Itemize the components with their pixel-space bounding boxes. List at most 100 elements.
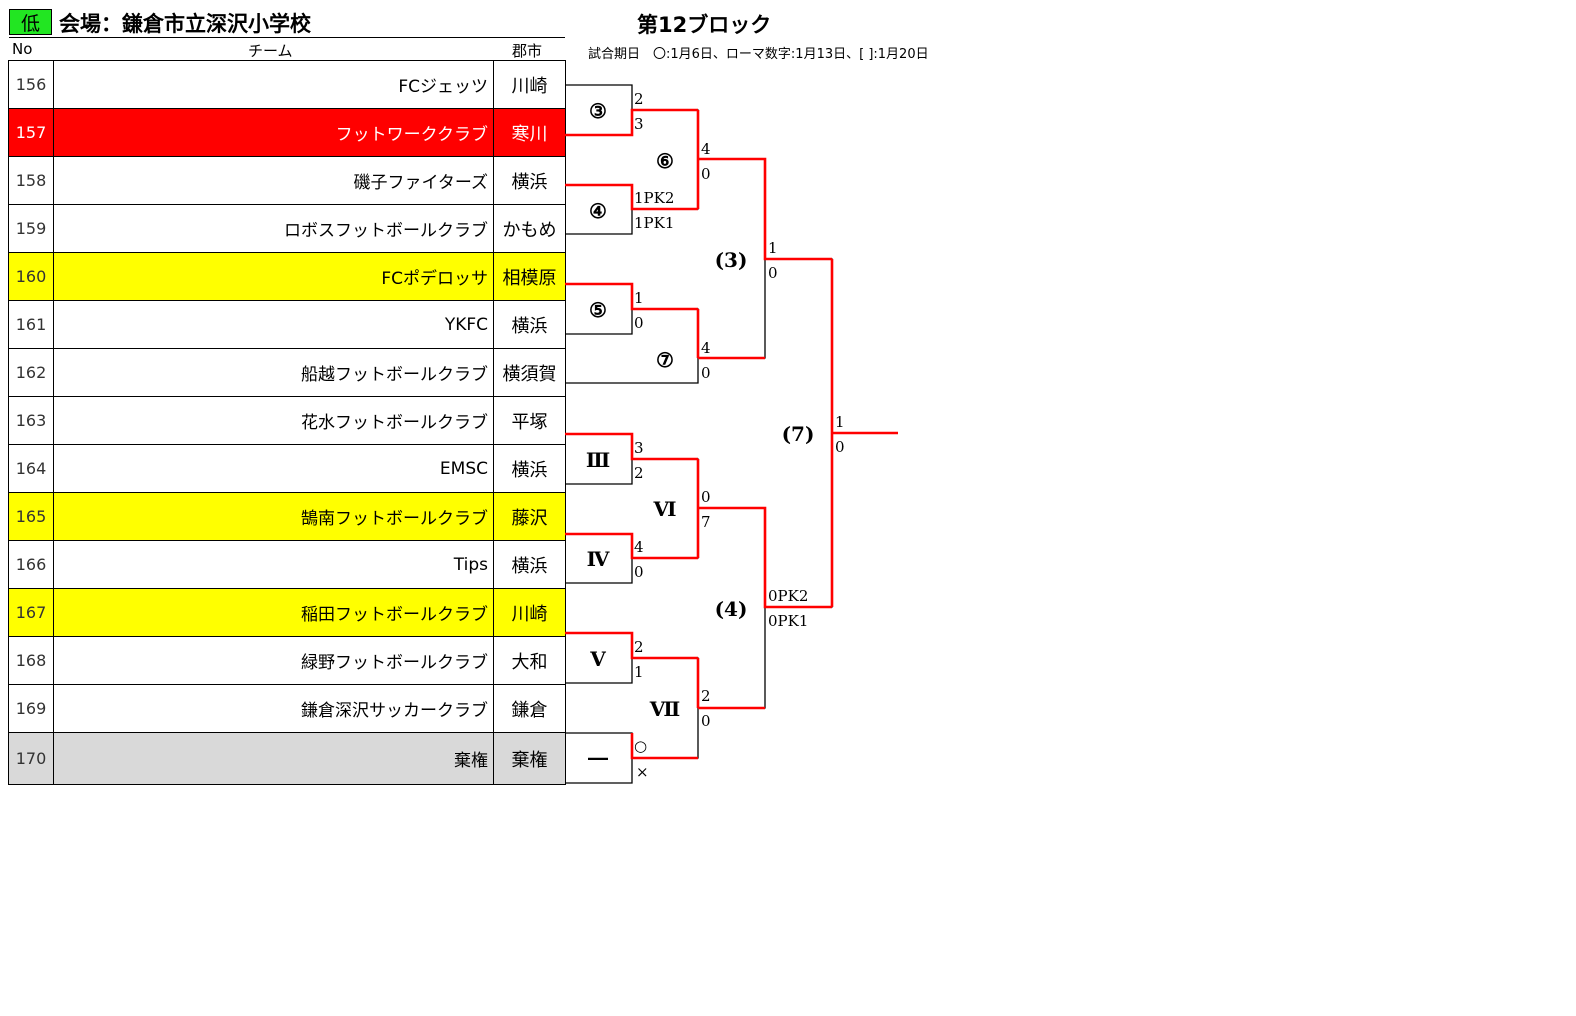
- level-badge: 低: [9, 9, 52, 35]
- score-label: 3: [634, 115, 644, 133]
- match-label: (4): [715, 597, 748, 621]
- team-name: 鎌倉深沢サッカークラブ: [53, 684, 494, 733]
- match-label: ⑦: [656, 348, 674, 372]
- team-city: 大和: [493, 636, 566, 685]
- team-name: Tips: [53, 540, 494, 589]
- score-label: 1: [634, 663, 644, 681]
- match-label: (3): [715, 248, 748, 272]
- match-label: ⑤: [589, 298, 607, 322]
- score-label: 4: [701, 339, 711, 357]
- team-name: YKFC: [53, 300, 494, 349]
- team-city: 横須賀: [493, 348, 566, 397]
- team-city: 横浜: [493, 540, 566, 589]
- team-city: かもめ: [493, 204, 566, 253]
- match-label: Ⅲ: [586, 448, 610, 472]
- score-label: ×: [636, 763, 649, 781]
- column-header-no: No: [12, 40, 33, 58]
- score-label: 7: [701, 513, 711, 531]
- title-underline: [9, 37, 565, 38]
- score-label: 1PK1: [634, 214, 674, 232]
- team-city: 寒川: [493, 108, 566, 157]
- match-label: Ⅵ: [653, 497, 677, 521]
- team-name: 鵠南フットボールクラブ: [53, 492, 494, 541]
- match-label: ⑥: [656, 149, 674, 173]
- team-number: 168: [8, 636, 54, 685]
- score-label: 0: [701, 165, 711, 183]
- score-label: 0PK2: [768, 587, 808, 605]
- team-name: FCポデロッサ: [53, 252, 494, 301]
- score-label: 1: [835, 413, 845, 431]
- team-city: 川崎: [493, 588, 566, 637]
- score-label: 2: [701, 687, 711, 705]
- score-label: 4: [701, 140, 711, 158]
- score-label: 3: [634, 439, 644, 457]
- team-city: 横浜: [493, 300, 566, 349]
- winner-path: [565, 532, 698, 560]
- score-label: 2: [634, 464, 644, 482]
- match-label: ④: [589, 199, 607, 223]
- team-number: 163: [8, 396, 54, 445]
- team-city: 横浜: [493, 444, 566, 493]
- winner-path: [565, 183, 698, 211]
- venue-title: 会場：鎌倉市立深沢小学校: [59, 12, 311, 36]
- match-label: ③: [589, 99, 607, 123]
- score-label: 4: [634, 538, 644, 556]
- score-label: 0: [701, 712, 711, 730]
- score-label: 0: [701, 488, 711, 506]
- team-number: 157: [8, 108, 54, 157]
- team-city: 藤沢: [493, 492, 566, 541]
- match-label: ―: [588, 745, 608, 769]
- column-header-team: チーム: [248, 42, 293, 60]
- team-number: 159: [8, 204, 54, 253]
- team-city: 棄権: [493, 732, 566, 785]
- score-label: 0PK1: [768, 612, 808, 630]
- team-name: 稲田フットボールクラブ: [53, 588, 494, 637]
- score-label: 2: [634, 90, 644, 108]
- team-name: 緑野フットボールクラブ: [53, 636, 494, 685]
- score-label: ○: [634, 737, 647, 755]
- match-dates-legend: 試合期日 〇:1月6日、ローマ数字:1月13日、[ ]:1月20日: [588, 47, 929, 62]
- column-header-city: 郡市: [512, 42, 543, 60]
- winner-path: [565, 432, 698, 461]
- score-label: 0: [634, 563, 644, 581]
- score-label: 1: [634, 289, 644, 307]
- match-label: Ⅴ: [589, 647, 606, 671]
- team-name: 棄権: [53, 732, 494, 785]
- team-city: 平塚: [493, 396, 566, 445]
- score-label: 0: [768, 264, 778, 282]
- winner-path: [698, 506, 832, 609]
- team-number: 166: [8, 540, 54, 589]
- winner-path: [565, 282, 698, 311]
- winner-path: [565, 108, 698, 137]
- team-name: 磯子ファイターズ: [53, 156, 494, 205]
- team-name: 船越フットボールクラブ: [53, 348, 494, 397]
- score-label: 1PK2: [634, 189, 674, 207]
- team-number: 165: [8, 492, 54, 541]
- score-label: 0: [634, 314, 644, 332]
- team-city: 相模原: [493, 252, 566, 301]
- score-label: 2: [634, 638, 644, 656]
- match-label: Ⅳ: [587, 547, 610, 571]
- score-label: 0: [701, 364, 711, 382]
- team-name: ロボスフットボールクラブ: [53, 204, 494, 253]
- team-number: 160: [8, 252, 54, 301]
- match-label: Ⅶ: [649, 697, 681, 721]
- team-name: フットワーククラブ: [53, 108, 494, 157]
- team-number: 167: [8, 588, 54, 637]
- team-number: 161: [8, 300, 54, 349]
